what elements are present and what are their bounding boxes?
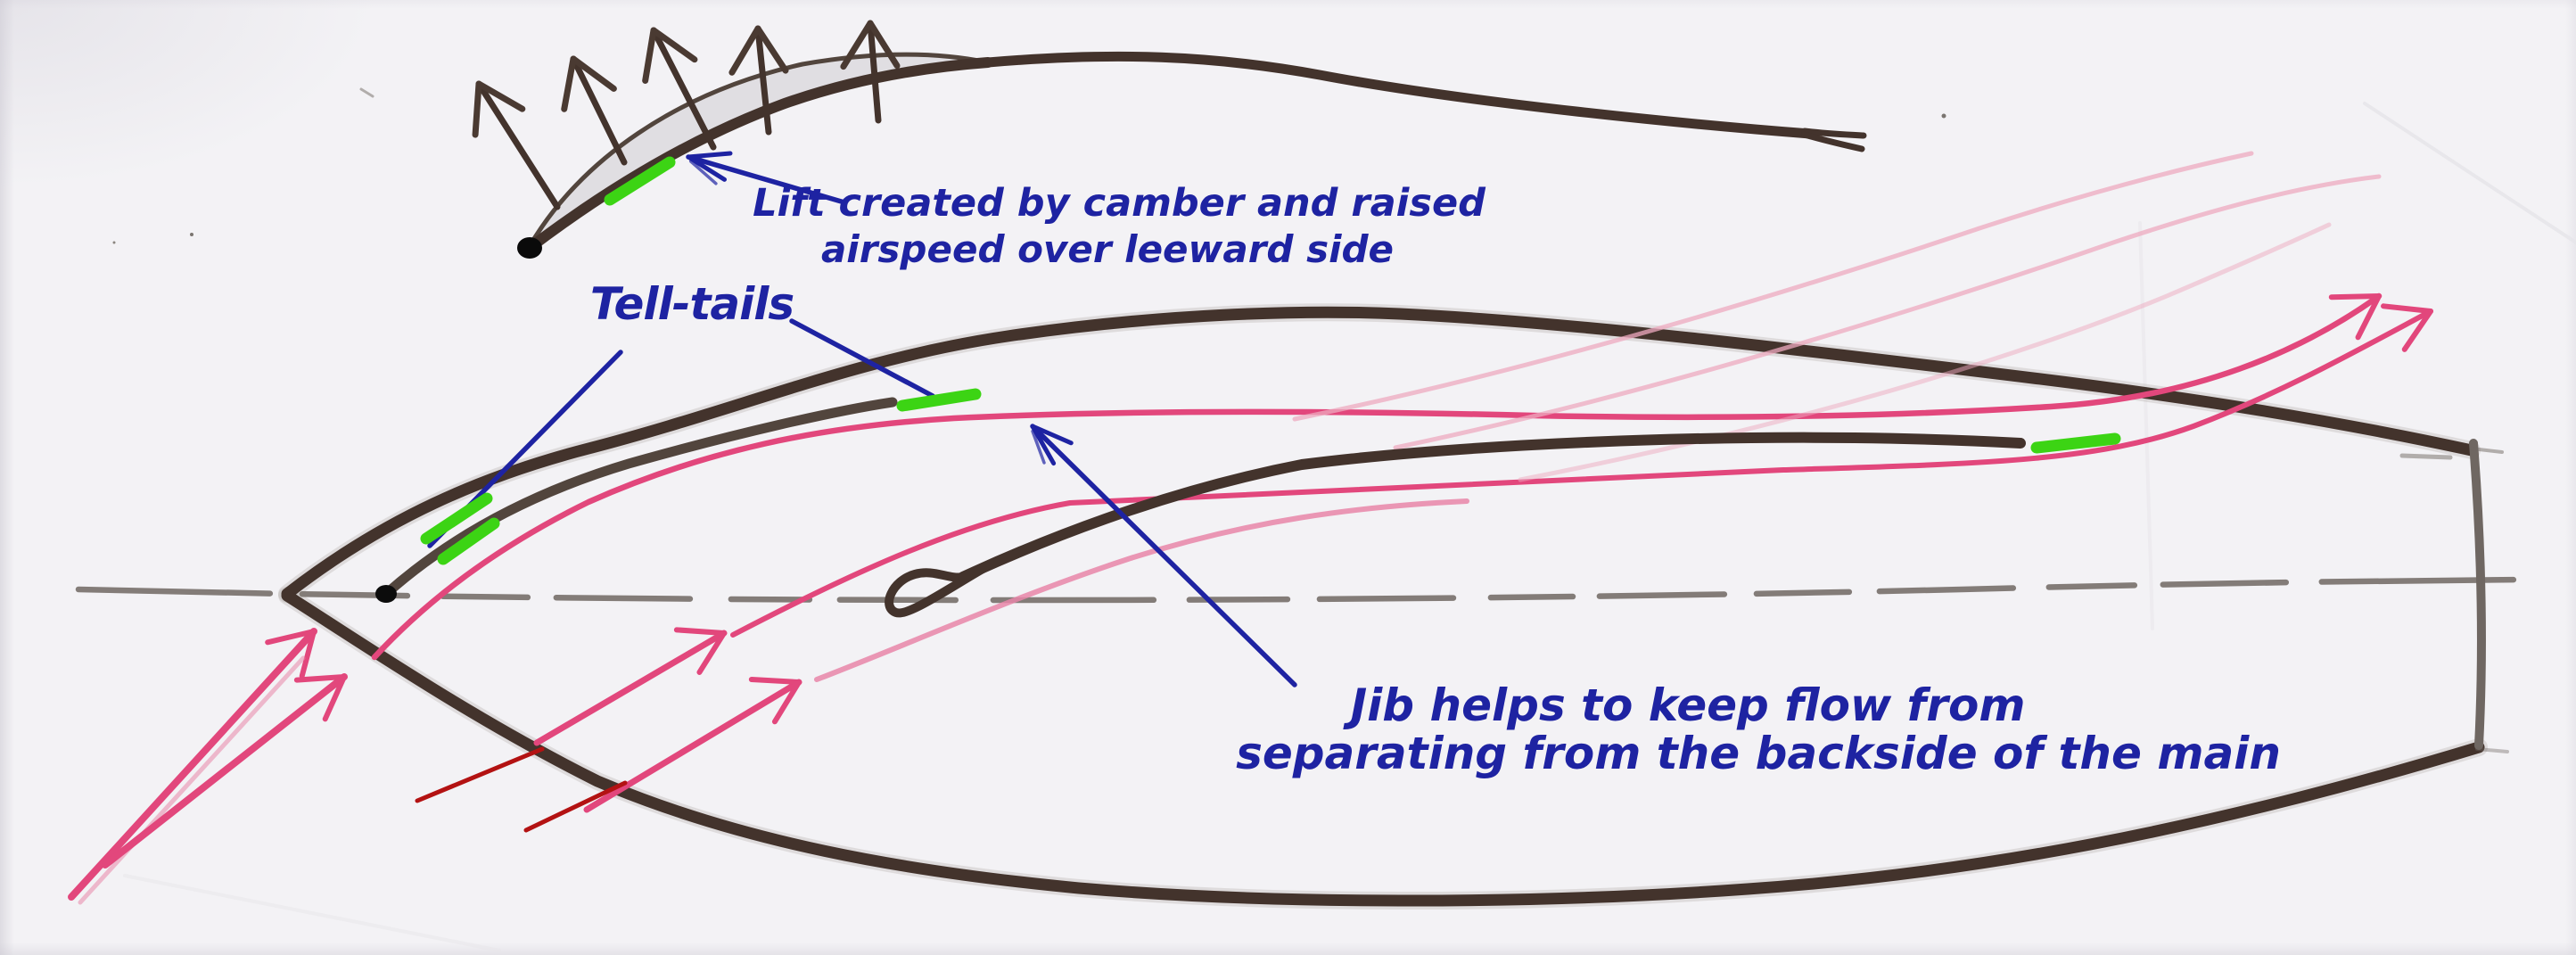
sail-curve-forked-end (1801, 128, 1867, 139)
lift-vector-arrow (840, 20, 901, 124)
paper-creases (112, 87, 2576, 952)
lift-caption-pointer-arrow (686, 151, 847, 205)
jib-tack-dot (375, 585, 397, 603)
lift-vector-arrow (561, 55, 628, 166)
leeward-sweep-flow-line (1292, 151, 2254, 422)
crease-line (123, 874, 501, 952)
telltail-jib-clew (896, 388, 982, 412)
captions: Lift created by camber and raised airspe… (590, 181, 2281, 779)
mast-loop (885, 556, 1001, 618)
incoming-wind-arrow (68, 628, 317, 901)
inner-slot-flow-line (814, 498, 1469, 682)
lift-caption-line1: Lift created by camber and raised (753, 181, 1486, 226)
incoming-wind-arrow (533, 627, 728, 746)
telltail-marks (420, 156, 2121, 565)
red-wind-line (415, 746, 545, 803)
sail-profile-top-curve (983, 51, 1815, 139)
leeward-sweep-flow-line (1393, 174, 2382, 450)
incoming-wind-arrow-echo (78, 655, 306, 905)
jib-caption-line2: separating from the backside of the main (1236, 728, 2281, 779)
lift-vector-arrow (728, 25, 789, 136)
hull-centerline-dashed (75, 576, 2534, 604)
telltail-jib-luff (420, 492, 493, 545)
telltail-airfoil (604, 156, 676, 206)
crease-line (2138, 221, 2154, 630)
paper-speck (1941, 113, 1946, 119)
transom-corner-overshoot (2470, 447, 2504, 454)
jib-caption-line1: Jib helps to keep flow from (1343, 679, 2026, 731)
telltails-label: Tell-tails (590, 278, 794, 330)
red-wind-line (523, 780, 628, 833)
jib-caption-pointer-arrow (1030, 424, 1297, 687)
paper-speck (112, 241, 116, 244)
slot-flow-line (730, 303, 2433, 638)
hull-transom (2469, 439, 2486, 750)
telltails-pointer-right (789, 318, 935, 399)
sail-airfoil-section (472, 20, 1867, 259)
main-sail-curve (958, 432, 2026, 582)
telltail-jib-luff (437, 517, 500, 565)
transom-pencil-tick (2399, 453, 2453, 460)
stray-pencil-mark (359, 87, 374, 98)
wind-flow-lines (68, 151, 2433, 905)
transom-corner-overshoot (2475, 747, 2509, 753)
incoming-wind-arrow (583, 676, 802, 813)
incoming-wind-arrow (102, 673, 348, 869)
jib-sail-curve (381, 397, 898, 599)
lift-vector-arrow (642, 27, 717, 151)
wind-reference-lines (415, 746, 628, 833)
hull-outline (278, 303, 2509, 910)
crease-line (2363, 102, 2576, 244)
paper-speck (190, 233, 193, 236)
telltail-main-leech (2030, 432, 2121, 454)
lift-vector-arrow (472, 80, 561, 210)
airfoil-luff-point-dot (517, 237, 542, 259)
hull-starboard-sheerline (281, 589, 2485, 907)
sail-curve-forked-end (1801, 131, 1865, 152)
sails-top-view (375, 397, 2026, 618)
lift-caption-line2: airspeed over leeward side (821, 227, 1394, 271)
jib-leeward-flow-line (371, 292, 2383, 661)
hull-port-sheerline (281, 306, 2478, 600)
airfoil-windward-curve (524, 57, 993, 253)
